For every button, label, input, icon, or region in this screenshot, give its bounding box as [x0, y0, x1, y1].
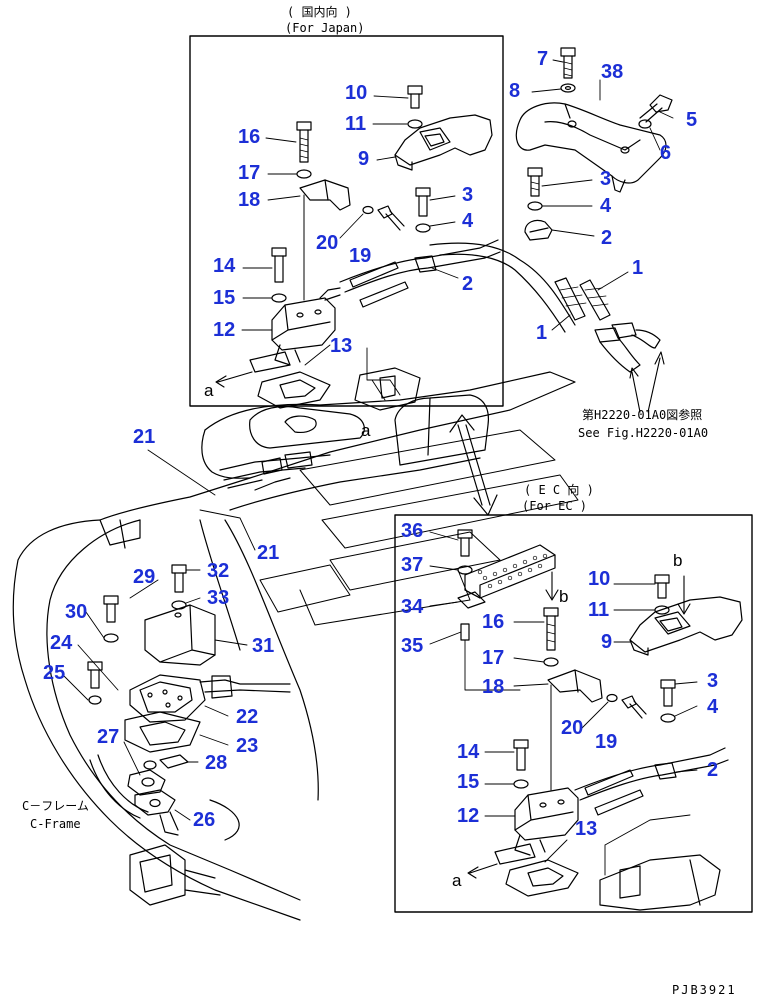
callout-29: 29	[133, 566, 156, 588]
top-right-parts	[429, 47, 673, 413]
callout-7: 7	[537, 48, 549, 70]
ec-caption-jp: ( E C 向 )	[524, 483, 594, 497]
ec-inset-frame	[394, 514, 753, 913]
callout-12-ec: 12	[457, 805, 480, 827]
callout-35-ec: 35	[401, 635, 424, 657]
callout-36-ec: 36	[401, 520, 424, 542]
callout-38: 38	[601, 61, 624, 83]
cab-floor-section	[249, 367, 421, 449]
callout-17-japan: 17	[238, 162, 261, 184]
callout-10-japan: 10	[345, 82, 368, 104]
view-letter-b-ec-right: b	[673, 551, 683, 570]
callout-11-ec: 11	[588, 599, 610, 621]
view-letter-b-ec-left: b	[559, 587, 569, 606]
callout-31: 31	[252, 635, 275, 657]
callout-27: 27	[97, 726, 120, 748]
see-fig-caption-jp: 第H2220-01A0図参照	[582, 408, 703, 422]
c-frame-caption-jp: C－フレーム	[22, 799, 89, 813]
callout-6: 6	[660, 142, 672, 164]
callout-17-ec: 17	[482, 647, 505, 669]
callout-4-ec: 4	[707, 696, 719, 718]
callout-2-japan: 2	[462, 273, 474, 295]
callout-11-japan: 11	[345, 113, 367, 135]
callout-19-japan: 19	[349, 245, 372, 267]
callout-24: 24	[50, 632, 73, 654]
callout-2-ec: 2	[707, 759, 719, 781]
callout-3-ec: 3	[707, 670, 719, 692]
callout-9-japan: 9	[358, 148, 370, 170]
ec-caption-en: (For EC )	[522, 499, 588, 513]
callout-37-ec: 37	[401, 554, 424, 576]
callout-32: 32	[207, 560, 230, 582]
callout-15-ec: 15	[457, 771, 480, 793]
callout-20-japan: 20	[316, 232, 339, 254]
callout-5: 5	[686, 109, 698, 131]
callout-30: 30	[65, 601, 88, 623]
callout-9-ec: 9	[601, 631, 613, 653]
callout-22: 22	[236, 706, 259, 728]
callout-16-ec: 16	[482, 611, 505, 633]
callout-3-top: 3	[600, 168, 612, 190]
callout-18-ec: 18	[482, 676, 505, 698]
callout-1-right: 1	[632, 257, 644, 279]
callout-33: 33	[207, 587, 230, 609]
callout-3-japan: 3	[462, 184, 474, 206]
callout-12-japan: 12	[213, 319, 236, 341]
callout-28: 28	[205, 752, 228, 774]
view-letter-a-main: a	[361, 421, 371, 440]
ec-inset-parts	[457, 529, 743, 911]
view-letter-a-ec: a	[452, 871, 462, 890]
callout-21-upper: 21	[133, 426, 156, 448]
callout-20-ec: 20	[561, 717, 584, 739]
c-frame-caption-en: C-Frame	[30, 817, 81, 831]
see-fig-caption-en: See Fig.H2220-01A0	[578, 426, 709, 440]
callout-14-japan: 14	[213, 255, 236, 277]
callout-15-japan: 15	[213, 287, 236, 309]
callout-26: 26	[193, 809, 216, 831]
callout-13-ec: 13	[575, 818, 598, 840]
main-frame-assembly	[12, 371, 579, 921]
callout-34-ec: 34	[401, 596, 424, 618]
view-letter-a-japan: a	[204, 381, 214, 400]
callout-19-ec: 19	[595, 731, 618, 753]
middle-left-parts	[87, 451, 331, 836]
callout-25: 25	[43, 662, 66, 684]
callout-16-japan: 16	[238, 126, 261, 148]
callout-4-top: 4	[600, 195, 612, 217]
callout-10-ec: 10	[588, 568, 611, 590]
japan-inset-frame	[189, 35, 504, 407]
japan-caption-en: (For Japan)	[285, 21, 365, 35]
callout-23: 23	[236, 735, 259, 757]
callout-21-lower: 21	[257, 542, 280, 564]
japan-inset-parts	[215, 85, 501, 409]
callout-4-japan: 4	[462, 210, 474, 232]
callout-2-top: 2	[601, 227, 613, 249]
japan-caption-jp: ( 国内向 )	[287, 5, 352, 19]
callout-18-japan: 18	[238, 189, 261, 211]
callout-8: 8	[509, 80, 521, 102]
callout-14-ec: 14	[457, 741, 480, 763]
callout-13-japan: 13	[330, 335, 353, 357]
callout-1-left: 1	[536, 322, 548, 344]
leader-lines	[63, 59, 698, 863]
drawing-code: PJB3921	[672, 983, 737, 997]
relation-arrow	[449, 414, 498, 516]
